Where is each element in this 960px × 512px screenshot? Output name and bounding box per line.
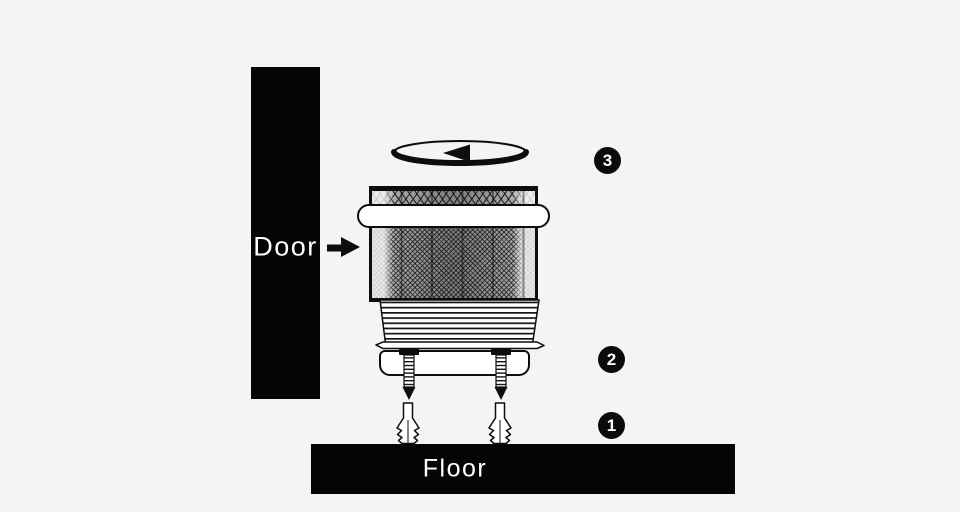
- floor-panel: Floor: [311, 444, 735, 494]
- arrow-right-icon: [327, 237, 360, 257]
- step-badge-1: 1: [598, 412, 625, 439]
- step-badge-2: 2: [598, 346, 625, 373]
- step-3-number: 3: [602, 151, 613, 170]
- wall-anchor-left: [396, 402, 420, 445]
- door-panel: Door: [251, 67, 320, 399]
- stopper-flange: [375, 341, 545, 350]
- step-2-number: 2: [606, 350, 617, 369]
- floor-label: Floor: [422, 454, 488, 483]
- step-1-number: 1: [606, 416, 617, 435]
- rotation-arrow-icon: [391, 140, 529, 166]
- screw-left: [398, 347, 420, 401]
- wall-anchor-right: [488, 402, 512, 445]
- step-badge-3: 3: [594, 147, 621, 174]
- screw-right: [490, 347, 512, 401]
- door-label: Door: [253, 231, 318, 262]
- stopper-threaded-stem: [379, 299, 540, 349]
- stopper-rubber-ring: [357, 204, 550, 228]
